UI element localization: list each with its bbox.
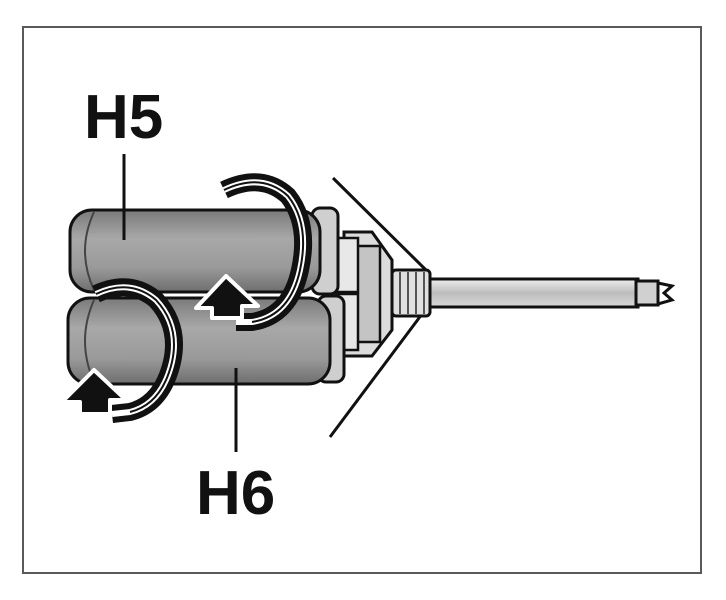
label-h5: H5	[84, 83, 163, 152]
cone-line-bottom	[328, 305, 430, 438]
cone-line-top	[331, 176, 430, 274]
mixing-nozzle	[390, 268, 676, 318]
label-h6: H6	[196, 459, 275, 528]
cartridge-h5	[68, 206, 340, 296]
rotate-arrow-icon	[60, 278, 183, 423]
rotate-arrow-icon	[194, 173, 313, 331]
